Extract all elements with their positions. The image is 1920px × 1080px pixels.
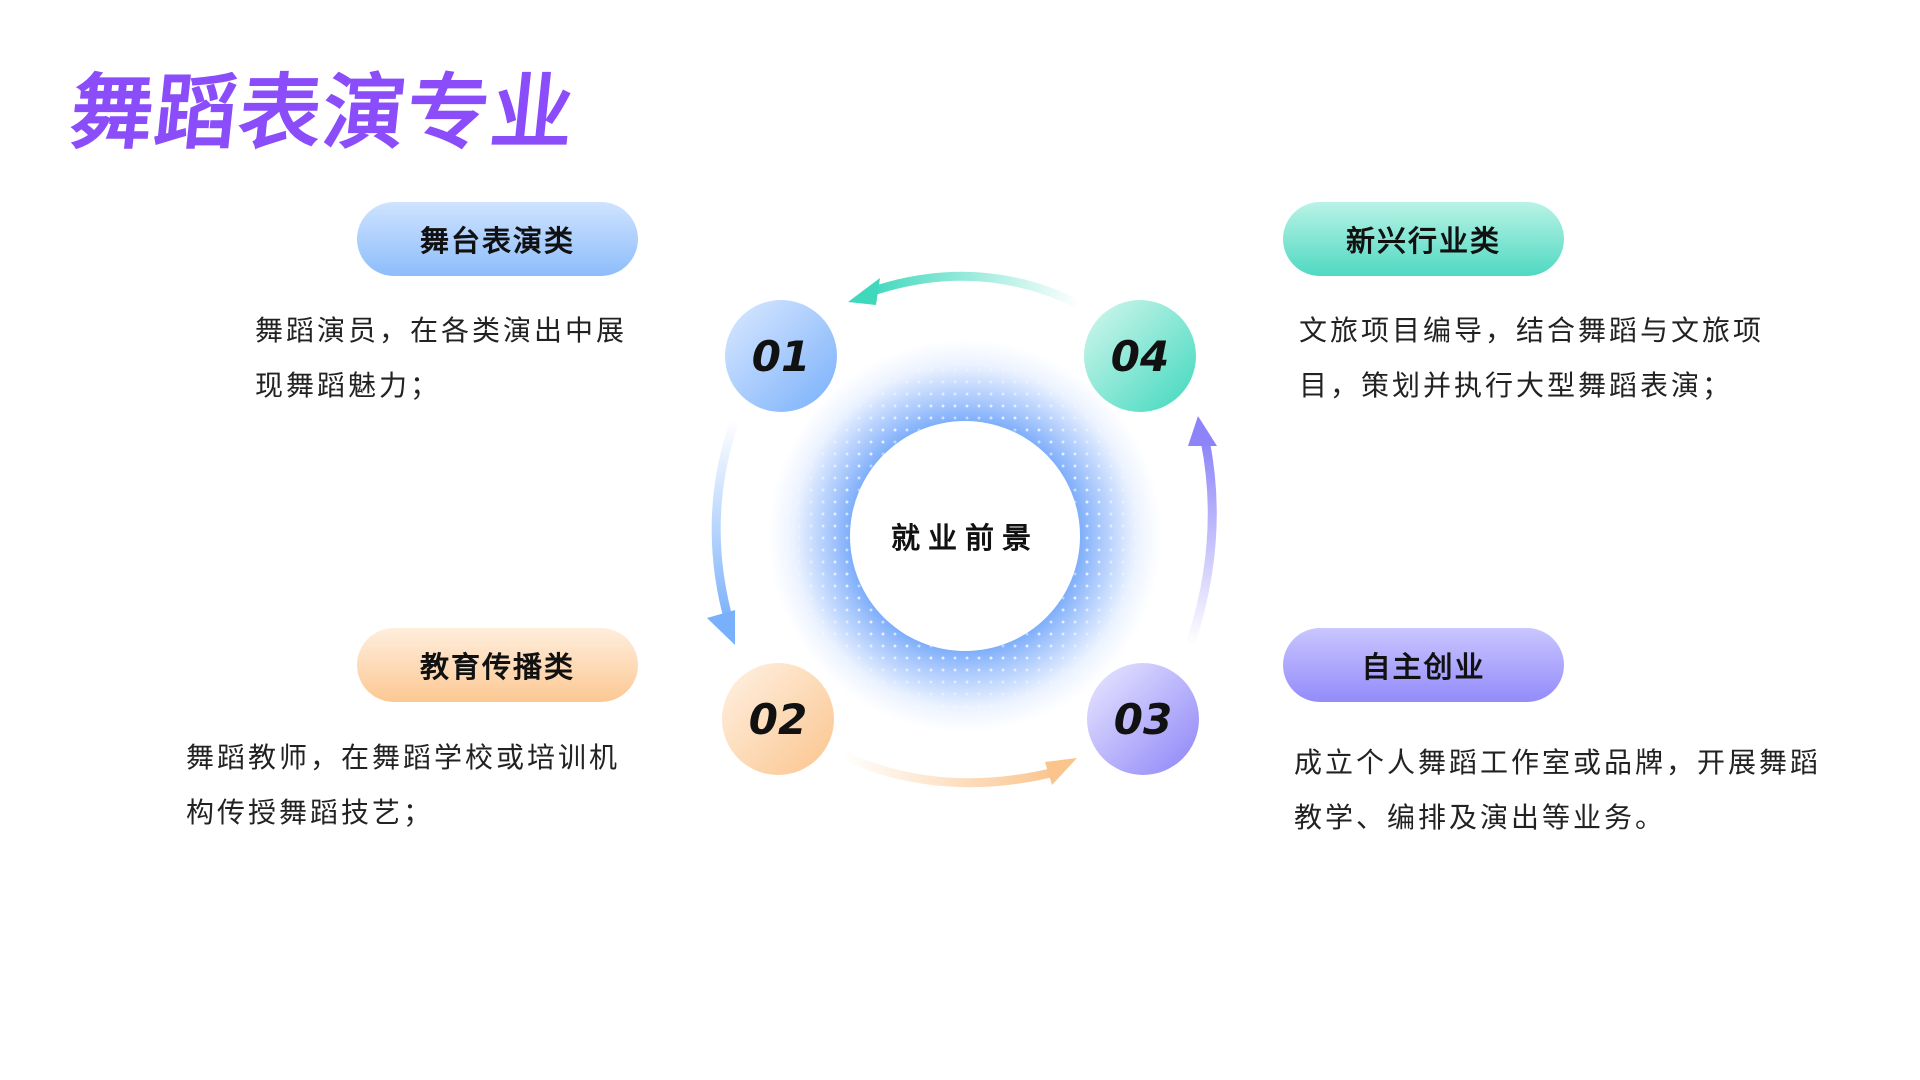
arrow-head-icon bbox=[1188, 416, 1217, 446]
step-04-badge: 04 bbox=[1084, 300, 1196, 412]
description-line: 现舞蹈魅力； bbox=[255, 369, 442, 402]
arrow-02-to-03 bbox=[840, 750, 1057, 788]
description-line: 舞蹈教师，在舞蹈学校或培训机 bbox=[186, 741, 621, 774]
arrow-01-to-02 bbox=[711, 418, 740, 627]
description-line: 目，策划并执行大型舞蹈表演； bbox=[1299, 369, 1734, 402]
arrow-head-icon bbox=[707, 610, 735, 645]
arrow-04-to-01 bbox=[868, 271, 1083, 310]
description-line: 成立个人舞蹈工作室或品牌，开展舞蹈 bbox=[1294, 746, 1822, 779]
description-line: 构传授舞蹈技艺； bbox=[186, 796, 435, 829]
step-03-badge: 03 bbox=[1087, 663, 1199, 775]
arrow-03-to-04 bbox=[1185, 439, 1217, 647]
category-emerging-industry: 新兴行业类 bbox=[1283, 202, 1564, 276]
step-01-badge: 01 bbox=[725, 300, 837, 412]
description-02: 舞蹈教师，在舞蹈学校或培训机 构传授舞蹈技艺； bbox=[186, 730, 620, 840]
description-line: 文旅项目编导，结合舞蹈与文旅项 bbox=[1299, 314, 1765, 347]
arrow-head-icon bbox=[848, 278, 880, 305]
description-line: 舞蹈演员，在各类演出中展 bbox=[255, 314, 628, 347]
category-stage-performance: 舞台表演类 bbox=[357, 202, 638, 276]
arrow-head-icon bbox=[1045, 758, 1077, 785]
description-line: 教学、编排及演出等业务。 bbox=[1294, 801, 1667, 834]
category-entrepreneurship: 自主创业 bbox=[1283, 628, 1564, 702]
category-education: 教育传播类 bbox=[357, 628, 638, 702]
center-label: 就业前景 bbox=[850, 421, 1080, 651]
step-02-badge: 02 bbox=[722, 663, 834, 775]
description-03: 成立个人舞蹈工作室或品牌，开展舞蹈 教学、编排及演出等业务。 bbox=[1294, 735, 1821, 845]
description-01: 舞蹈演员，在各类演出中展 现舞蹈魅力； bbox=[255, 303, 627, 413]
description-04: 文旅项目编导，结合舞蹈与文旅项 目，策划并执行大型舞蹈表演； bbox=[1299, 303, 1764, 413]
